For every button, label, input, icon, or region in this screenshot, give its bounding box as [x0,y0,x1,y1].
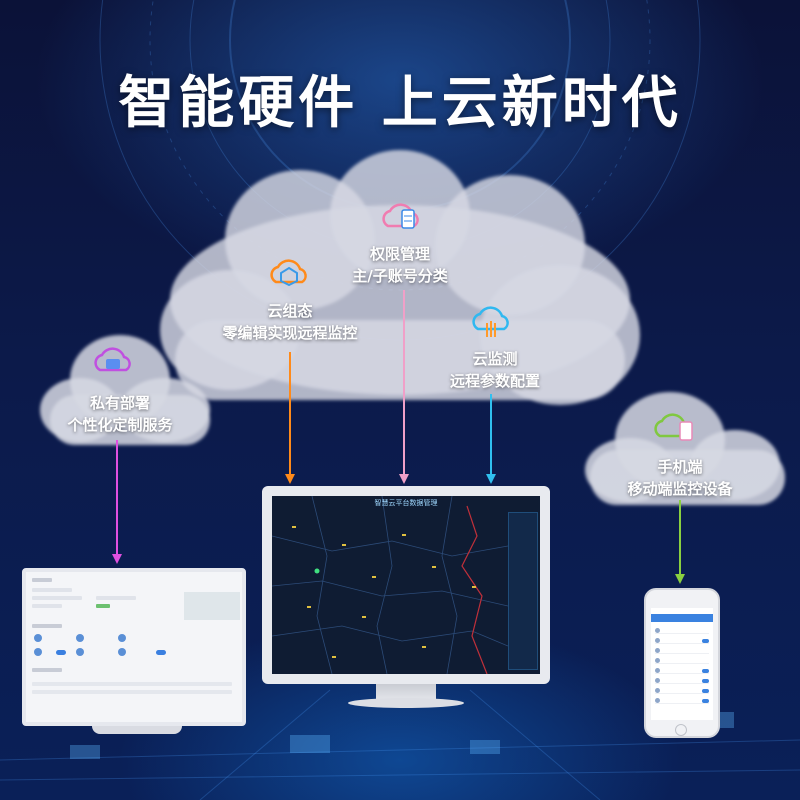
feature-config-title: 云组态 [267,302,313,320]
cloud-sensor-icon [472,306,509,337]
cloud-server-icon [382,203,419,229]
feature-permission: 权限管理 主/子账号分类 [330,243,470,287]
feature-monitor-desc: 远程参数配置 [449,372,540,390]
feature-permission-title: 权限管理 [369,245,430,263]
laptop-device [22,568,246,734]
feature-private-title: 私有部署 [89,394,150,412]
left-cloud [40,335,210,445]
feature-config: 云组态 零编辑实现远程监控 [200,300,380,344]
feature-monitor-title: 云监测 [472,350,518,368]
monitor-screen: 智慧云平台数据管理 [272,496,540,674]
cloud-phone-icon [654,413,693,441]
right-cloud [585,392,785,505]
phone-device [644,588,720,738]
feature-config-desc: 零编辑实现远程监控 [222,324,358,342]
feature-private-desc: 个性化定制服务 [67,416,173,434]
feature-mobile-title: 手机端 [657,458,703,476]
monitor-device: 智慧云平台数据管理 [262,486,550,711]
main-cloud [160,150,640,405]
feature-mobile: 手机端 移动端监控设备 [605,456,755,500]
feature-mobile-desc: 移动端监控设备 [627,480,733,498]
monitor-screen-title: 智慧云平台数据管理 [374,499,438,507]
feature-private: 私有部署 个性化定制服务 [40,392,200,436]
phone-screen [651,608,713,720]
feature-monitor: 云监测 远程参数配置 [430,348,560,392]
laptop-stand [92,726,182,734]
monitor-stand [348,698,464,708]
phone-home-button [675,724,687,736]
monitor-frame: 智慧云平台数据管理 [262,486,550,684]
phone-header-bar [651,614,713,622]
monitor-side-panel [508,512,538,670]
monitor-neck [376,684,436,700]
cloud-image-icon [94,347,131,372]
cloud-nodes-icon [270,259,307,287]
feature-permission-desc: 主/子账号分类 [352,267,448,285]
monitor-map [272,496,508,674]
laptop-map [184,592,240,620]
headline: 智能硬件 上云新时代 [118,71,682,136]
laptop-screen [22,568,246,726]
